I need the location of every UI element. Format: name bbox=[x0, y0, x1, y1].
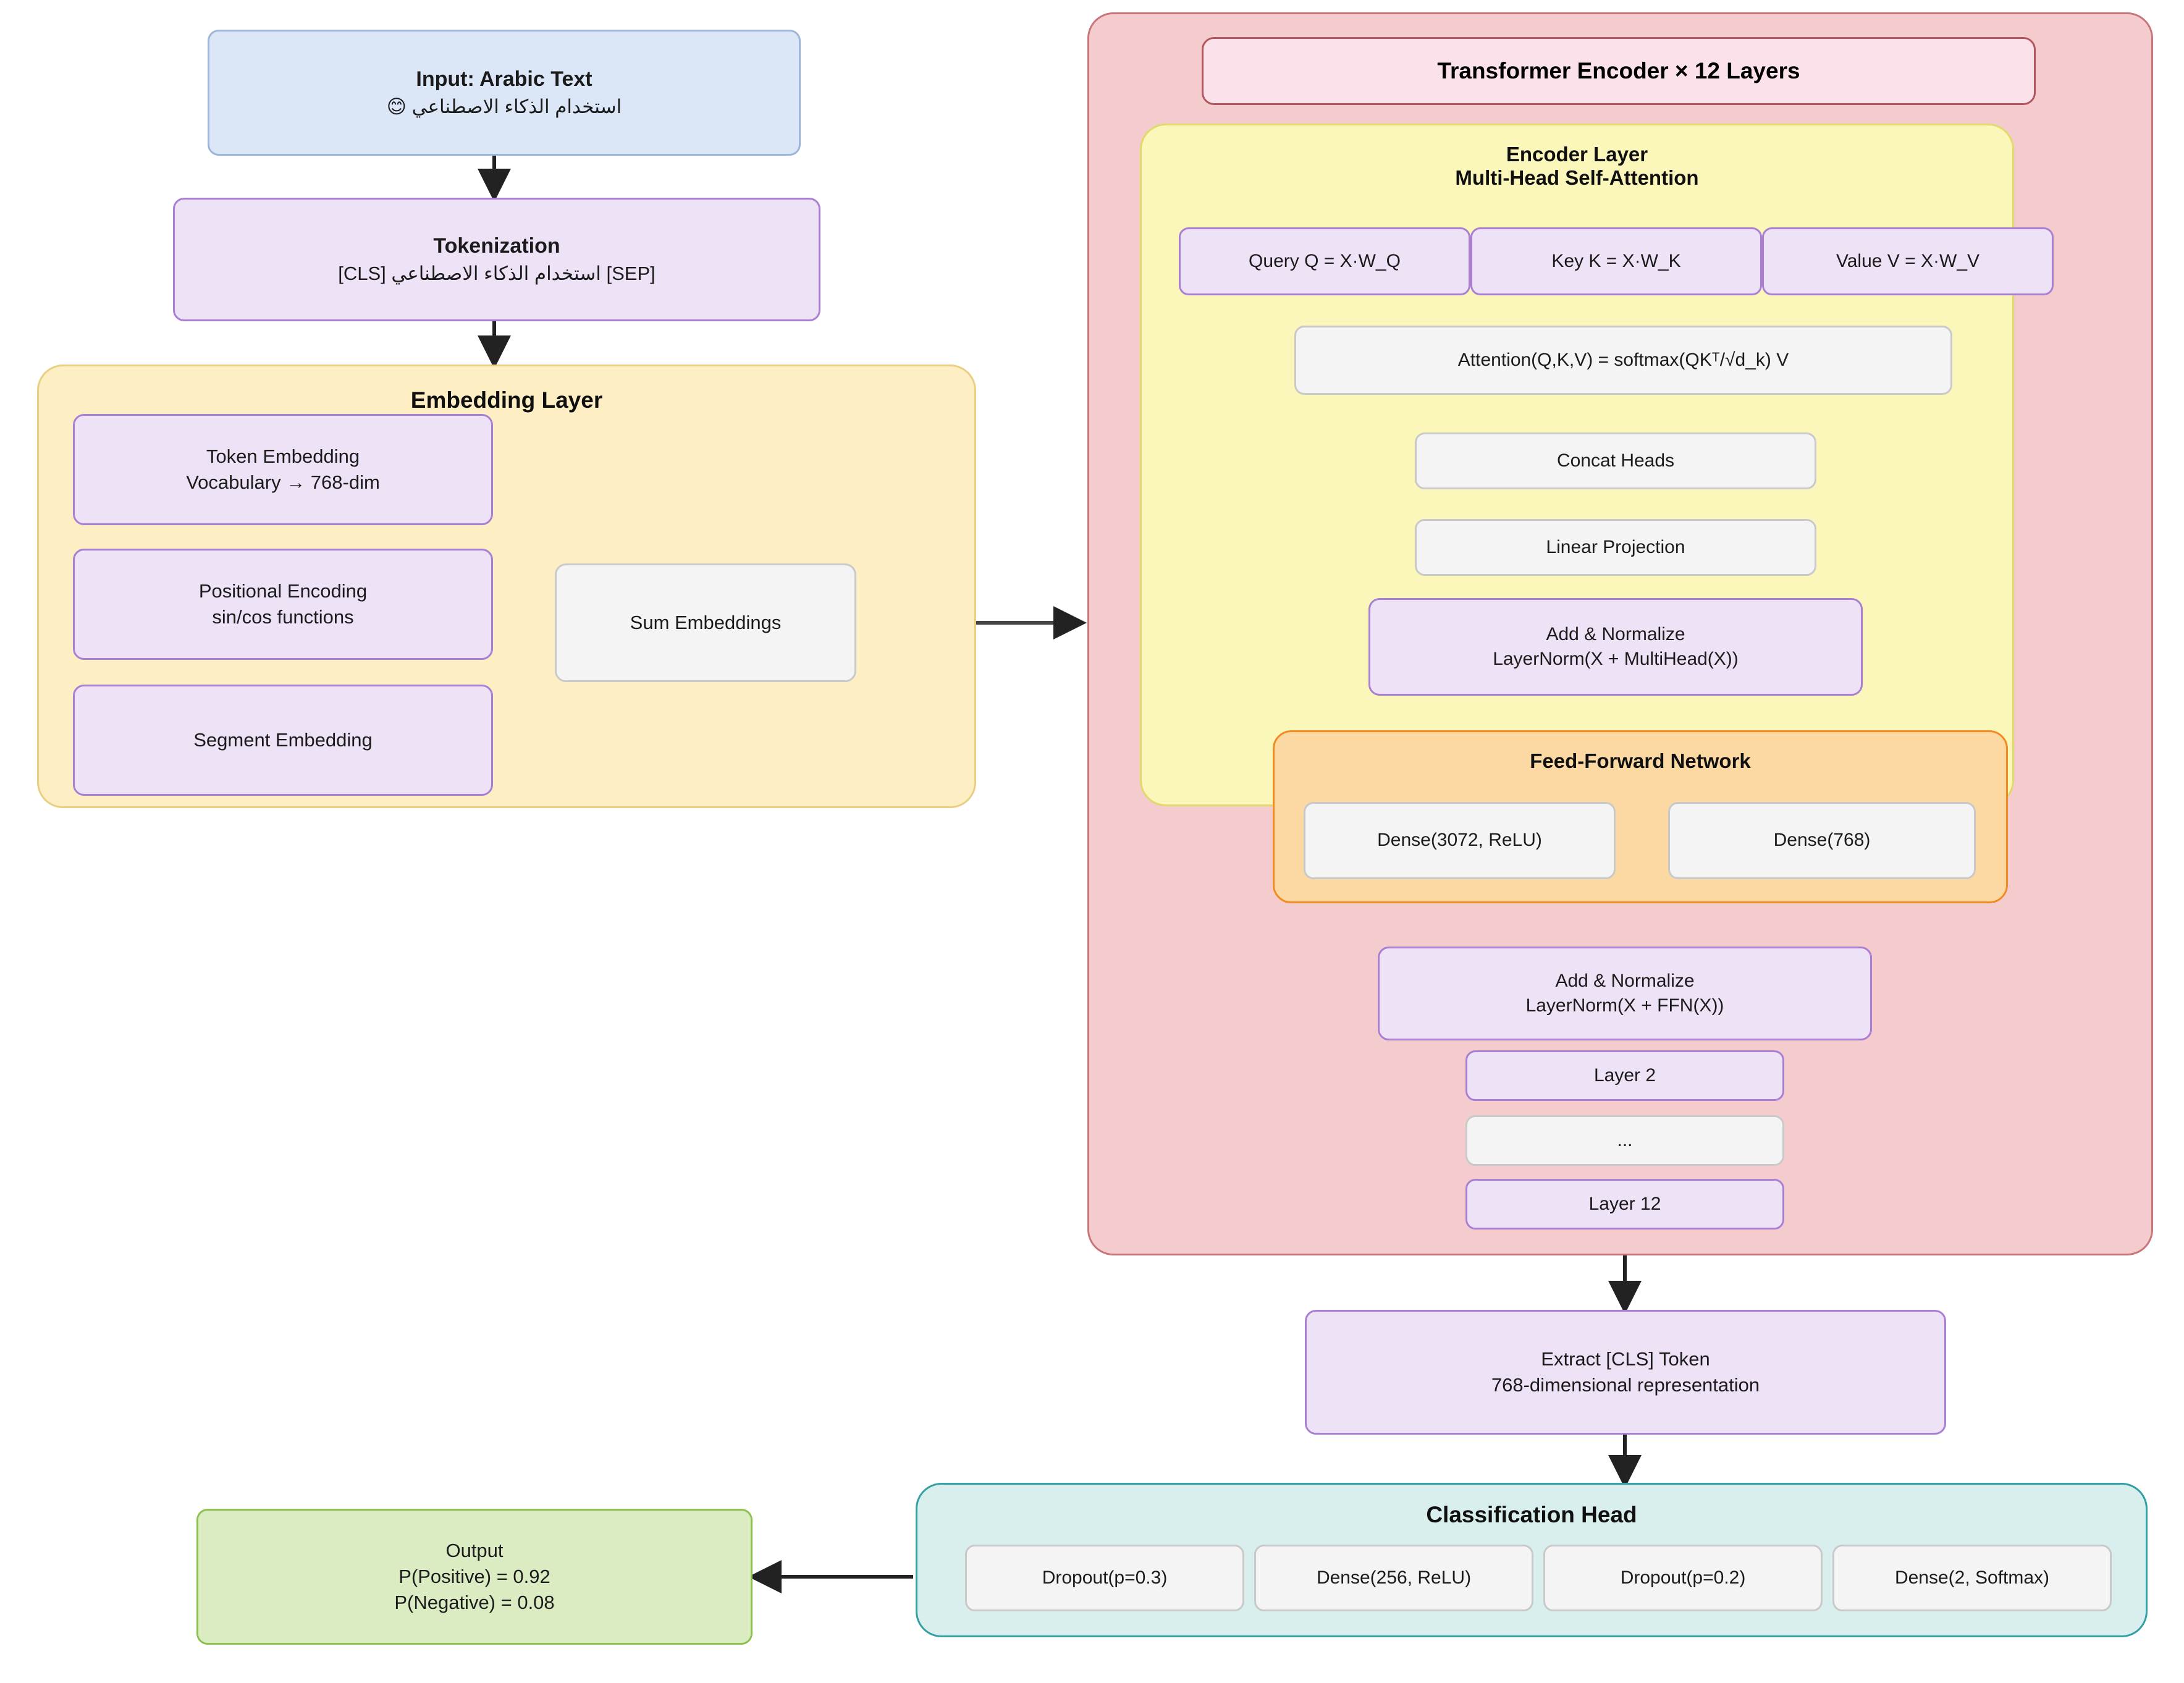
encoder-stack-layer-2: Layer 2 bbox=[1465, 1050, 1784, 1101]
ffn-dense2-node: Dense(768) bbox=[1668, 802, 1976, 879]
input-title: Input: Arabic Text bbox=[416, 67, 592, 91]
encoder-stack-layer-12-label: Layer 12 bbox=[1588, 1193, 1661, 1214]
encoder-stack-ellipsis-label: ... bbox=[1617, 1129, 1633, 1150]
add-norm-attention-node: Add & Normalize LayerNorm(X + MultiHead(… bbox=[1368, 598, 1863, 696]
ffn-dense1-label: Dense(3072, ReLU) bbox=[1377, 830, 1542, 851]
tokenization-node: Tokenization [CLS] استخدام الذكاء الاصطن… bbox=[173, 198, 820, 321]
qkv-value-node: Value V = X·W_V bbox=[1762, 227, 2054, 295]
ffn-dense1-node: Dense(3072, ReLU) bbox=[1304, 802, 1616, 879]
add-norm-ffn-line2: LayerNorm(X + FFN(X)) bbox=[1525, 995, 1724, 1016]
input-node: Input: Arabic Text استخدام الذكاء الاصطن… bbox=[208, 30, 801, 156]
segment-embedding-node: Segment Embedding bbox=[73, 685, 493, 796]
qkv-key-label: Key K = X·W_K bbox=[1551, 250, 1681, 271]
linear-projection-label: Linear Projection bbox=[1546, 536, 1685, 557]
qkv-query-label: Query Q = X·W_Q bbox=[1249, 250, 1401, 271]
transformer-encoder-header-label: Transformer Encoder × 12 Layers bbox=[1437, 58, 1800, 83]
encoder-stack-ellipsis: ... bbox=[1465, 1115, 1784, 1166]
positional-encoding-line2: sin/cos functions bbox=[212, 606, 354, 628]
classification-step-dropout-1: Dropout(p=0.3) bbox=[965, 1545, 1244, 1611]
qkv-value-label: Value V = X·W_V bbox=[1836, 250, 1980, 271]
encoder-layer-title-line2: Multi-Head Self-Attention bbox=[1455, 166, 1699, 189]
sum-embeddings-label: Sum Embeddings bbox=[630, 612, 782, 634]
add-norm-attention-line1: Add & Normalize bbox=[1546, 623, 1685, 644]
classification-step-dense-softmax: Dense(2, Softmax) bbox=[1832, 1545, 2112, 1611]
linear-projection-node: Linear Projection bbox=[1415, 519, 1816, 576]
encoder-stack-layer-2-label: Layer 2 bbox=[1593, 1065, 1656, 1086]
concat-heads-node: Concat Heads bbox=[1415, 432, 1816, 489]
classification-step-dense-softmax-label: Dense(2, Softmax) bbox=[1894, 1567, 2050, 1588]
positional-encoding-node: Positional Encoding sin/cos functions bbox=[73, 549, 493, 660]
output-line2: P(Positive) = 0.92 bbox=[398, 1566, 550, 1588]
classification-step-dense-256-label: Dense(256, ReLU) bbox=[1316, 1567, 1472, 1588]
encoder-stack-layer-12: Layer 12 bbox=[1465, 1179, 1784, 1230]
extract-cls-token-node: Extract [CLS] Token 768-dimensional repr… bbox=[1305, 1310, 1946, 1435]
qkv-key-node: Key K = X·W_K bbox=[1470, 227, 1762, 295]
add-norm-attention-line2: LayerNorm(X + MultiHead(X)) bbox=[1493, 649, 1739, 669]
output-line3: P(Negative) = 0.08 bbox=[394, 1591, 555, 1613]
classification-step-dropout-2-label: Dropout(p=0.2) bbox=[1620, 1567, 1746, 1588]
classification-step-dense-256: Dense(256, ReLU) bbox=[1254, 1545, 1533, 1611]
output-node: Output P(Positive) = 0.92 P(Negative) = … bbox=[196, 1509, 753, 1645]
output-line1: Output bbox=[445, 1540, 504, 1562]
encoder-layer-title: Encoder Layer Multi-Head Self-Attention bbox=[1142, 143, 2012, 190]
classification-step-dropout-1-label: Dropout(p=0.3) bbox=[1042, 1567, 1168, 1588]
classification-head-title: Classification Head bbox=[1426, 1502, 1637, 1527]
attention-formula-node: Attention(Q,K,V) = softmax(QKᵀ/√d_k) V bbox=[1294, 326, 1952, 395]
token-embedding-line1: Token Embedding bbox=[206, 445, 360, 468]
token-embedding-line2: Vocabulary → 768-dim bbox=[186, 471, 380, 493]
token-embedding-node: Token Embedding Vocabulary → 768-dim bbox=[73, 414, 493, 525]
encoder-layer-title-line1: Encoder Layer bbox=[1506, 143, 1648, 166]
add-norm-ffn-node: Add & Normalize LayerNorm(X + FFN(X)) bbox=[1378, 947, 1872, 1040]
extract-cls-line2: 768-dimensional representation bbox=[1491, 1374, 1760, 1396]
embedding-layer-title: Embedding Layer bbox=[410, 387, 603, 413]
concat-heads-label: Concat Heads bbox=[1556, 450, 1675, 471]
feed-forward-network-title: Feed-Forward Network bbox=[1530, 749, 1751, 772]
qkv-query-node: Query Q = X·W_Q bbox=[1179, 227, 1470, 295]
positional-encoding-line1: Positional Encoding bbox=[198, 580, 368, 602]
input-sample-text: استخدام الذكاء الاصطناعي 😊 bbox=[386, 96, 622, 118]
ffn-dense2-label: Dense(768) bbox=[1773, 830, 1871, 851]
transformer-encoder-header: Transformer Encoder × 12 Layers bbox=[1202, 37, 2036, 105]
attention-formula-label: Attention(Q,K,V) = softmax(QKᵀ/√d_k) V bbox=[1457, 349, 1789, 370]
tokenization-tokens: [CLS] استخدام الذكاء الاصطناعي [SEP] bbox=[338, 263, 656, 285]
tokenization-title: Tokenization bbox=[433, 234, 560, 258]
extract-cls-line1: Extract [CLS] Token bbox=[1541, 1348, 1710, 1370]
add-norm-ffn-line1: Add & Normalize bbox=[1555, 970, 1695, 991]
classification-step-dropout-2: Dropout(p=0.2) bbox=[1543, 1545, 1823, 1611]
sum-embeddings-node: Sum Embeddings bbox=[555, 563, 856, 682]
segment-embedding-line1: Segment Embedding bbox=[193, 729, 373, 751]
